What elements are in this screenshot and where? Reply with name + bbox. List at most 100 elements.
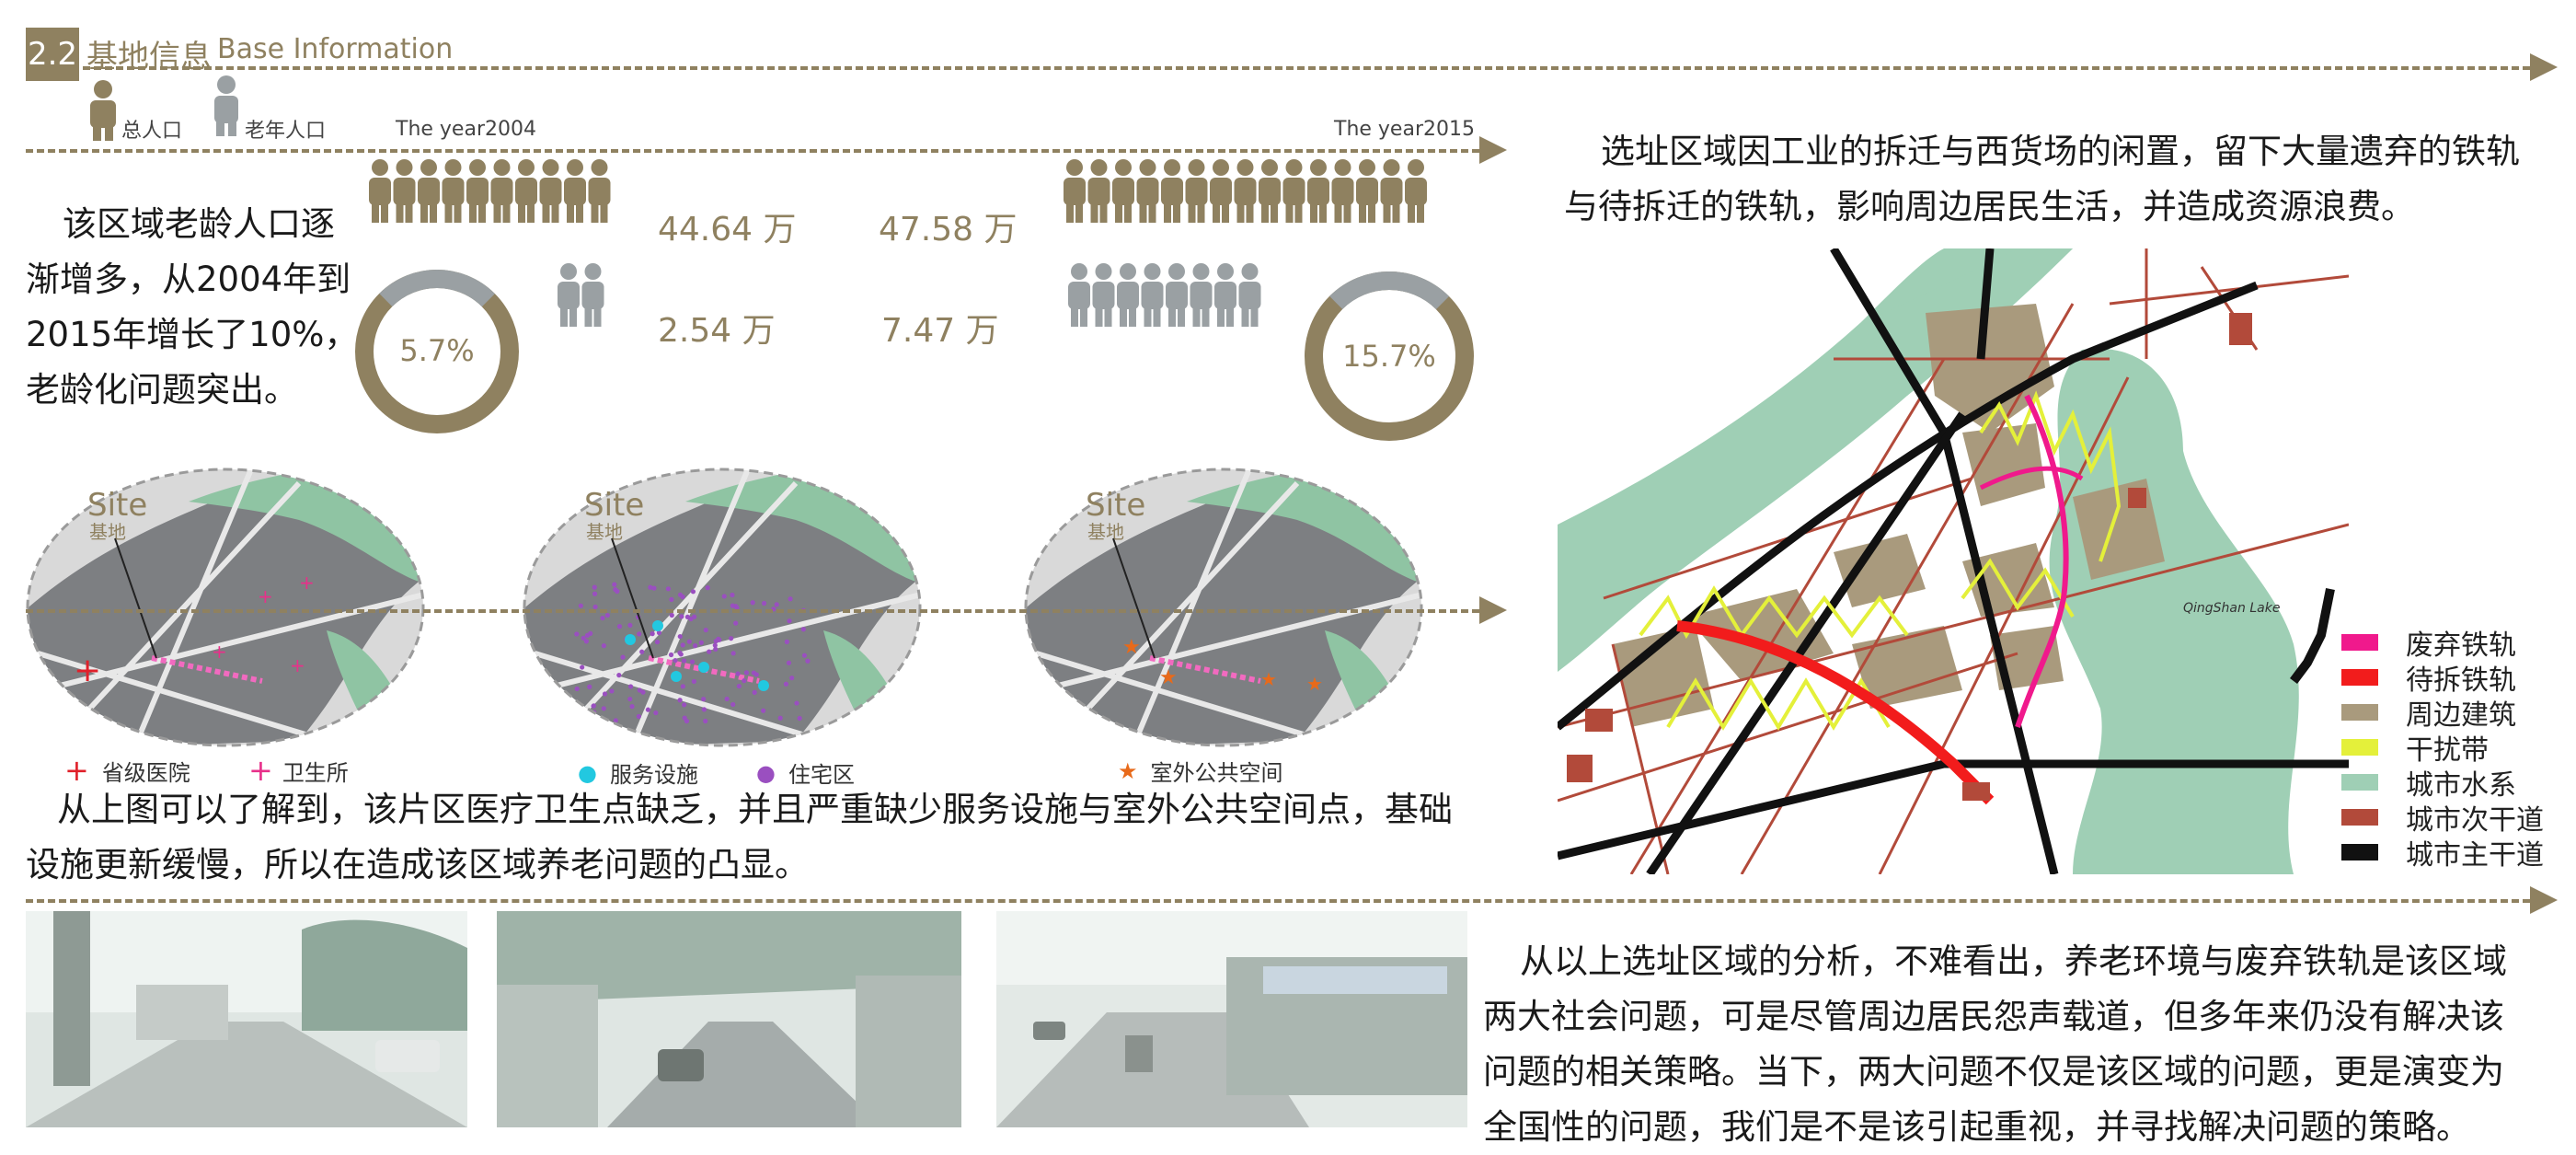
elderly-population-label: 老年人口 bbox=[245, 120, 327, 143]
residential-dot bbox=[701, 697, 707, 702]
residential-dot bbox=[750, 600, 755, 606]
aging-line-1: 该区域老龄人口逐 bbox=[63, 204, 335, 244]
swatch bbox=[2341, 739, 2378, 756]
site-label: Site bbox=[1086, 487, 1145, 524]
residential-dot bbox=[703, 627, 708, 633]
person-icon bbox=[1190, 263, 1213, 327]
residential-dot bbox=[742, 678, 747, 684]
person-icon bbox=[1117, 263, 1139, 327]
railway-line-2: 与待拆迁的铁轨，影响周边居民生活，并造成资源浪费。 bbox=[1564, 187, 2415, 226]
residential-dot bbox=[736, 683, 742, 689]
residential-dot bbox=[774, 602, 779, 607]
legend-rail-to-demolish: 待拆铁轨 bbox=[2341, 661, 2516, 697]
conclusion-line-2: 两大社会问题，可是尽管周边居民怨声载道，但多年来仍没有解决该 bbox=[1483, 997, 2504, 1036]
residential-dot bbox=[604, 612, 610, 618]
public-space-marker: ★ bbox=[1122, 636, 1141, 659]
residential-dot bbox=[682, 702, 687, 708]
railway-site-map: QingShan Lake bbox=[1558, 248, 2349, 874]
residential-dot bbox=[751, 670, 756, 676]
residential-dot bbox=[712, 642, 718, 648]
residential-dot bbox=[677, 633, 683, 640]
section-number-badge: 2.2 bbox=[26, 28, 79, 81]
swatch bbox=[2341, 774, 2378, 791]
residential-dot bbox=[721, 594, 727, 599]
person-icon bbox=[1380, 159, 1403, 223]
residential-dot bbox=[601, 643, 606, 649]
site-label-cn: 基地 bbox=[89, 521, 126, 543]
residential-dot bbox=[616, 673, 622, 678]
header-divider bbox=[83, 66, 2530, 70]
residential-dot bbox=[574, 686, 580, 692]
residential-dot bbox=[650, 631, 655, 637]
year-2015-label: The year2015 bbox=[1334, 118, 1475, 141]
residential-dot bbox=[784, 639, 789, 644]
residential-dot bbox=[689, 659, 696, 664]
public-space-marker: ★ bbox=[1306, 673, 1323, 695]
person-icon bbox=[539, 159, 562, 223]
residential-dot bbox=[637, 687, 642, 693]
person-icon bbox=[466, 159, 489, 223]
elderly-population-2004-value: 2.54 万 bbox=[658, 312, 776, 350]
residential-dot bbox=[724, 696, 730, 702]
aging-line-3: 2015年增长了10%， bbox=[26, 315, 359, 354]
person-icon bbox=[490, 159, 513, 223]
lake-label: QingShan Lake bbox=[2183, 601, 2280, 616]
star-icon: ★ bbox=[1118, 757, 1138, 784]
residential-dot bbox=[703, 718, 708, 724]
aging-rate-2015-donut: 15.7% bbox=[1305, 271, 1474, 441]
residential-dot bbox=[677, 650, 683, 655]
residential-dot bbox=[645, 707, 651, 712]
total-population-2004-icons bbox=[369, 159, 611, 223]
residential-dot bbox=[600, 615, 605, 621]
residential-dot bbox=[591, 703, 596, 709]
residential-dot bbox=[692, 643, 698, 649]
residential-dot bbox=[574, 631, 580, 637]
residential-dot bbox=[669, 612, 674, 618]
street-photo-2 bbox=[497, 911, 961, 1127]
residential-dot bbox=[639, 649, 645, 654]
residential-dot bbox=[587, 684, 592, 689]
clinic-marker: + bbox=[258, 585, 273, 607]
plus-icon: + bbox=[248, 753, 273, 788]
elderly-population-2004-icons bbox=[558, 263, 604, 327]
person-icon bbox=[1141, 263, 1164, 327]
residential-dot bbox=[580, 664, 585, 670]
person-icon bbox=[442, 159, 465, 223]
legend-secondary-road: 城市次干道 bbox=[2341, 801, 2544, 837]
residential-dot bbox=[789, 676, 795, 681]
person-icon bbox=[1210, 159, 1232, 223]
person-icon bbox=[1331, 159, 1354, 223]
railway-line-1: 选址区域因工业的拆迁与西货场的闲置，留下大量遗弃的铁轨 bbox=[1601, 132, 2520, 171]
clinic-marker: + bbox=[299, 572, 315, 594]
legend-surrounding-buildings: 周边建筑 bbox=[2341, 696, 2516, 732]
swatch bbox=[2341, 704, 2378, 721]
street-photo-1 bbox=[26, 911, 467, 1127]
residential-dot bbox=[787, 618, 792, 624]
person-icon bbox=[1356, 159, 1378, 223]
residential-dot bbox=[648, 584, 653, 590]
person-icon bbox=[1161, 159, 1183, 223]
total-population-2004-value: 44.64 万 bbox=[658, 211, 797, 248]
residential-dot bbox=[797, 715, 802, 722]
residential-dot bbox=[734, 605, 740, 610]
residential-dot bbox=[761, 708, 766, 713]
residential-dot bbox=[701, 707, 707, 712]
residential-dot bbox=[592, 591, 598, 596]
conclusion-description: 从以上选址区域的分析，不难看出，养老环境与废弃铁轨是该区域 两大社会问题，可是尽… bbox=[1483, 934, 2555, 1155]
photos-divider bbox=[26, 899, 2530, 903]
residential-dot bbox=[805, 658, 811, 664]
residential-dot bbox=[705, 585, 710, 591]
residential-dot bbox=[584, 632, 591, 638]
person-icon bbox=[1259, 159, 1281, 223]
elderly-population-2015-icons bbox=[1068, 263, 1261, 327]
legend-service-facility: ● 服务设施 bbox=[578, 759, 698, 789]
legend-urban-water: 城市水系 bbox=[2341, 766, 2516, 802]
residential-dot bbox=[698, 640, 704, 645]
aging-line-2: 渐增多，从2004年到 bbox=[26, 260, 351, 299]
residential-dot bbox=[592, 604, 598, 610]
aging-line-4: 老龄化问题突出。 bbox=[26, 370, 298, 410]
residential-dot bbox=[691, 678, 696, 685]
residential-dot bbox=[688, 616, 694, 622]
person-icon bbox=[558, 263, 580, 327]
residential-dot bbox=[653, 710, 659, 716]
